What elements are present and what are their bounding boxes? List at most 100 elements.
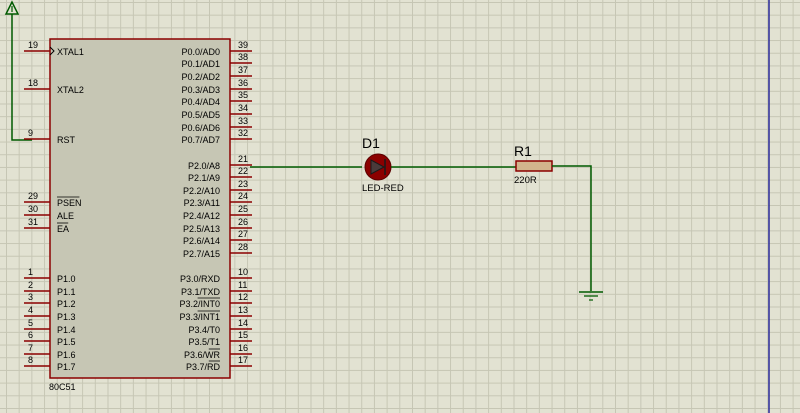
pin-label: RST: [57, 135, 76, 145]
clock-icon: [49, 46, 55, 56]
pin-label: P3.5/T1: [188, 337, 220, 347]
pin-label: P2.1/A9: [188, 173, 220, 183]
pin-number: 25: [238, 204, 248, 214]
pin-p1-6[interactable]: 7P1.6: [24, 343, 76, 360]
pin-number: 9: [28, 128, 33, 138]
pin-p1-3[interactable]: 4P1.3: [24, 305, 76, 322]
pin-label: XTAL1: [57, 47, 84, 57]
pin-label: P3.7/RD: [186, 362, 221, 372]
wire-reset[interactable]: [11, 14, 32, 141]
pin-number: 16: [238, 343, 248, 353]
pin-p1-7[interactable]: 8P1.7: [24, 355, 76, 372]
pin-label: P2.6/A14: [183, 236, 220, 246]
pin-number: 29: [28, 191, 38, 201]
chip-name: 80C51: [49, 382, 76, 392]
pin-number: 36: [238, 78, 248, 88]
pin-label: P1.7: [57, 362, 76, 372]
pin-label: P2.7/A15: [183, 249, 220, 259]
pin-label: P3.3/INT1: [179, 312, 220, 322]
pin-label: P3.6/WR: [184, 350, 221, 360]
led-value: LED-RED: [362, 183, 404, 194]
pin-label: P2.4/A12: [183, 211, 220, 221]
pin-number: 6: [28, 330, 33, 340]
pin-label: P1.3: [57, 312, 76, 322]
pin-label: PSEN: [57, 198, 82, 208]
pin-label: P2.5/A13: [183, 224, 220, 234]
pin-label: P0.1/AD1: [181, 59, 220, 69]
pin-p1-0[interactable]: 1P1.0: [24, 267, 76, 284]
pin-number: 7: [28, 343, 33, 353]
resistor-r1[interactable]: R1 220R: [514, 143, 553, 186]
pin-number: 26: [238, 217, 248, 227]
pin-number: 11: [238, 280, 247, 290]
pin-label: P3.4/T0: [188, 325, 220, 335]
pin-label: P2.0/A8: [188, 161, 220, 171]
pin-label: P0.6/AD6: [181, 123, 220, 133]
pin-label: P1.4: [57, 325, 76, 335]
pin-number: 13: [238, 305, 248, 315]
pin-number: 12: [238, 292, 248, 302]
microcontroller[interactable]: 80C51 19XTAL118XTAL29RST29PSEN30ALE31EA1…: [24, 38, 252, 392]
pin-number: 8: [28, 355, 33, 365]
pin-p1-1[interactable]: 2P1.1: [24, 280, 76, 297]
pin-number: 5: [28, 318, 33, 328]
pin-label: ALE: [57, 211, 74, 221]
power-terminal[interactable]: [4, 0, 20, 15]
led-d1[interactable]: D1 LED-RED: [362, 135, 404, 194]
pin-label: P3.0/RXD: [180, 274, 221, 284]
resistor-body: [515, 160, 553, 172]
pin-number: 38: [238, 52, 248, 62]
pin-label: P0.3/AD3: [181, 85, 220, 95]
pin-p1-2[interactable]: 3P1.2: [24, 292, 76, 309]
pin-number: 35: [238, 90, 248, 100]
ground-terminal[interactable]: [579, 291, 603, 301]
pin-number: 39: [238, 40, 248, 50]
pin-p1-4[interactable]: 5P1.4: [24, 318, 76, 335]
pin-number: 18: [28, 78, 38, 88]
pin-number: 2: [28, 280, 33, 290]
chip-body: [49, 38, 231, 379]
pin-label: P1.1: [57, 287, 76, 297]
pin-number: 30: [28, 204, 38, 214]
pin-label: P1.5: [57, 337, 76, 347]
pin-p1-5[interactable]: 6P1.5: [24, 330, 76, 347]
pin-number: 19: [28, 40, 38, 50]
pin-label: XTAL2: [57, 85, 84, 95]
pin-number: 15: [238, 330, 248, 340]
wire-resistor-ground[interactable]: [552, 165, 592, 291]
led-diode-icon: [370, 159, 386, 175]
